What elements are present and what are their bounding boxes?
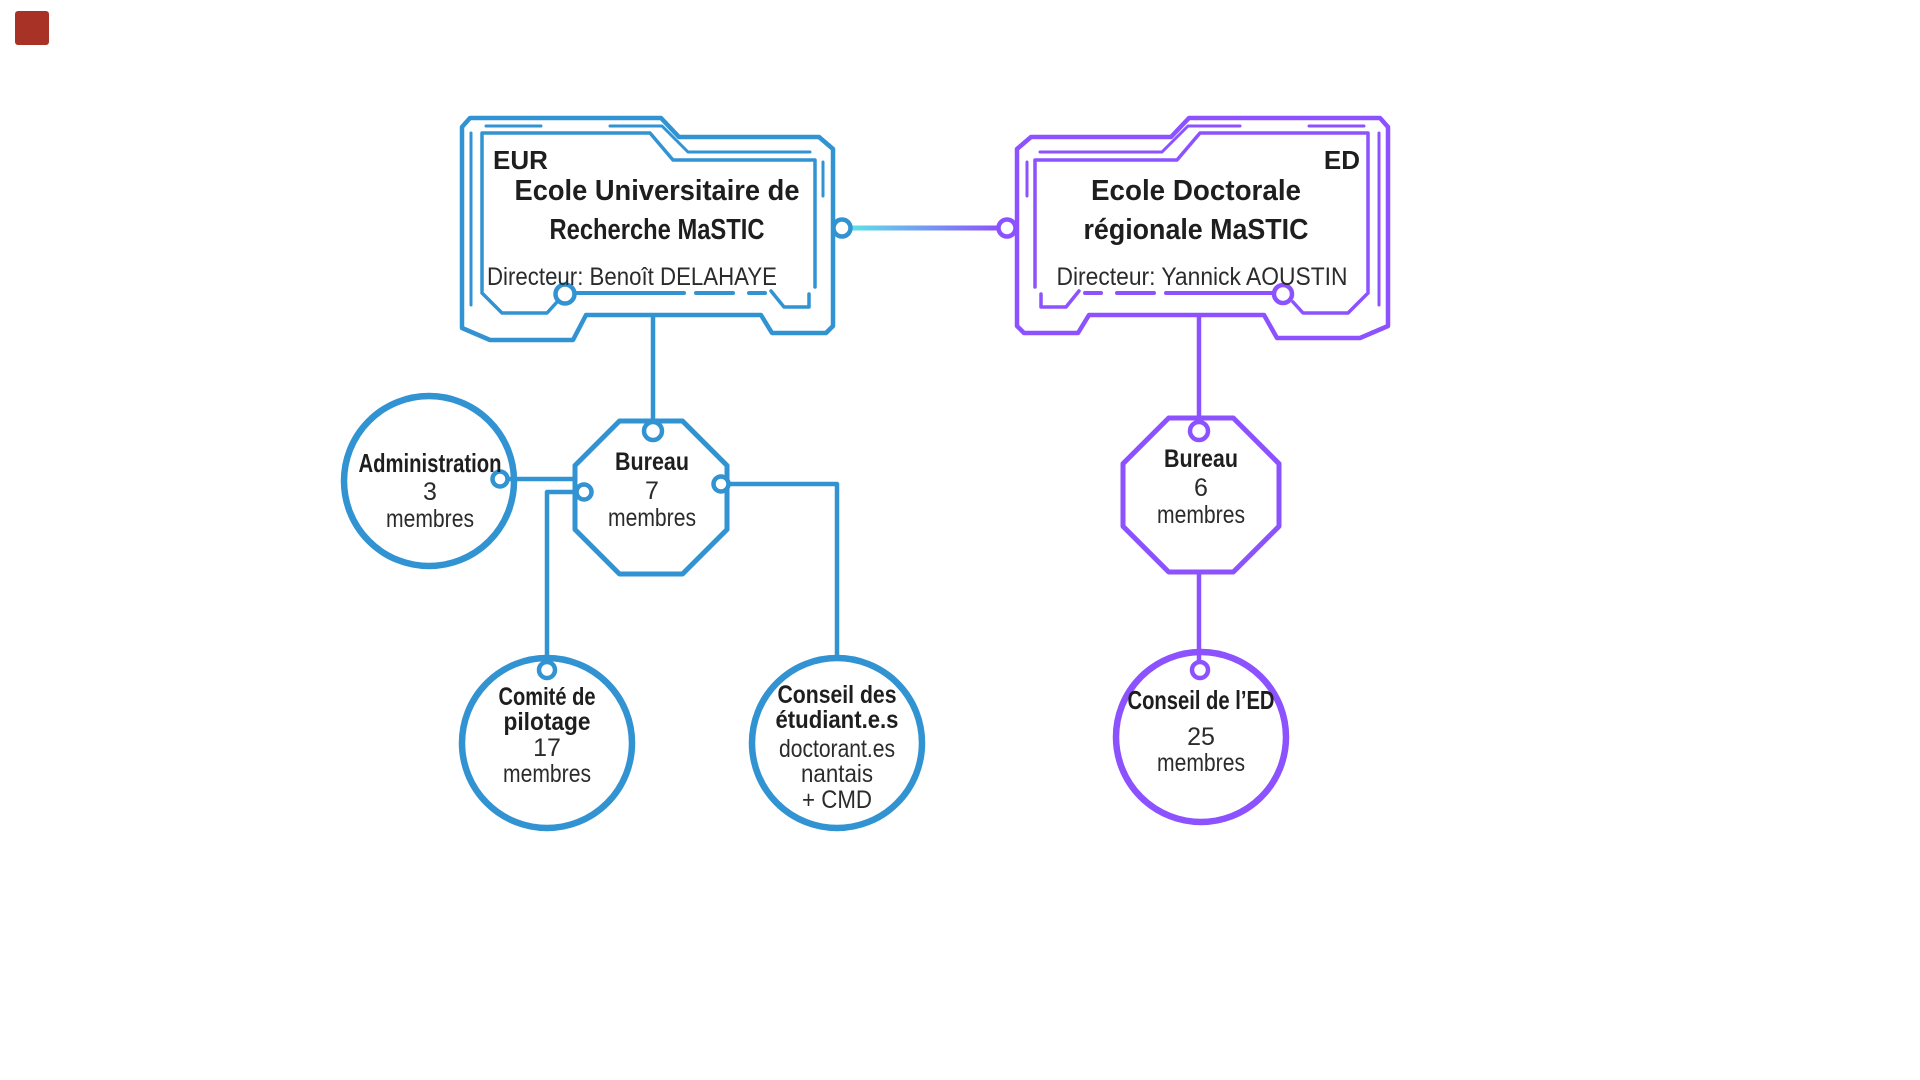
ed-box-inner-bottom-right — [1291, 291, 1370, 315]
conseil-ed-title: Conseil de l’ED — [1128, 685, 1275, 715]
ed-box-bottom-node — [1271, 282, 1295, 306]
comite-title-line2: pilotage — [504, 708, 591, 736]
conseil-ed-circle — [1112, 648, 1290, 826]
administration-right-node — [490, 469, 510, 489]
eur-bureau-title: Bureau — [615, 448, 689, 476]
conseil-ed-text: Conseil de l’ED 25 membres — [1128, 685, 1275, 777]
eur-box-right-node — [831, 217, 853, 239]
ed-tag: ED — [1324, 145, 1360, 175]
conseil-etudiants-title-line1: Conseil des — [778, 681, 897, 709]
eur-director: Directeur: Benoît DELAHAYE — [487, 263, 777, 291]
ed-director: Directeur: Yannick AOUSTIN — [1057, 263, 1348, 291]
conseil-etudiants-circle — [748, 654, 926, 832]
eur-group — [340, 115, 926, 832]
eur-box-frame — [459, 115, 836, 343]
comite-circle — [458, 654, 636, 832]
ed-group — [1014, 115, 1391, 826]
administration-count: 3 — [423, 478, 437, 506]
ed-bureau-count: 6 — [1194, 474, 1208, 502]
conseil-ed-count: 25 — [1187, 723, 1215, 751]
ed-box-frame — [1014, 115, 1391, 341]
conseil-etudiants-sub3: + CMD — [802, 786, 872, 814]
conseil-ed-top-node — [1189, 659, 1211, 681]
comite-top-node — [536, 659, 558, 681]
ed-box-inner-border — [1033, 131, 1370, 293]
conseil-etudiants-text: Conseil des étudiant.e.s doctorant.es na… — [776, 681, 899, 814]
ed-bureau-title: Bureau — [1164, 445, 1238, 473]
eur-bureau-unit: membres — [608, 504, 696, 532]
eur-title-line2: Recherche MaSTIC — [550, 214, 765, 246]
ed-box-bottom-notch — [1039, 289, 1081, 309]
comite-count: 17 — [533, 734, 561, 762]
eur-bureau-count: 7 — [645, 477, 659, 505]
eur-box-inner-border — [480, 131, 817, 293]
record-marker-square — [15, 11, 49, 45]
eur-box-outer-border — [459, 115, 836, 343]
conseil-ed-unit: membres — [1157, 749, 1245, 777]
eur-box-bottom-notch — [769, 289, 811, 309]
administration-unit: membres — [386, 505, 474, 533]
ed-bureau-unit: membres — [1157, 501, 1245, 529]
ed-title-line1: Ecole Doctorale — [1091, 175, 1301, 207]
ed-connection-nodes — [996, 217, 1295, 681]
ed-bureau-top-node — [1187, 419, 1211, 443]
ed-box-left-node — [996, 217, 1018, 239]
administration-title: Administration — [359, 448, 502, 478]
conseil-etudiants-sub2: nantais — [801, 760, 873, 788]
comite-unit: membres — [503, 760, 591, 788]
ed-bureau-octagon — [1120, 415, 1282, 575]
eur-box-bottom-node — [553, 282, 577, 306]
ed-box-accent-step — [1038, 124, 1242, 154]
bureau-to-comite-line — [544, 489, 581, 664]
eur-bureau-left-node — [574, 482, 594, 502]
comite-title-line1: Comité de — [499, 683, 596, 711]
ed-title-line2: régionale MaSTIC — [1084, 214, 1309, 246]
comite-text: Comité de pilotage 17 membres — [499, 683, 596, 788]
conseil-etudiants-title-line2: étudiant.e.s — [776, 706, 899, 734]
eur-box-text: EUR Ecole Universitaire de Recherche MaS… — [487, 145, 800, 291]
conseil-etudiants-sub1: doctorant.es — [779, 735, 895, 763]
ed-box-text: ED Ecole Doctorale régionale MaSTIC Dire… — [1057, 145, 1361, 291]
administration-circle — [340, 392, 518, 570]
ed-bureau-text: Bureau 6 membres — [1157, 445, 1245, 529]
ed-box-outer-border — [1014, 115, 1391, 341]
eur-title-line1: Ecole Universitaire de — [515, 175, 800, 207]
eur-bureau-octagon — [572, 418, 730, 577]
eur-tag: EUR — [493, 145, 548, 175]
eur-connection-nodes — [490, 217, 853, 681]
bureau-to-conseil-etudiants-line — [726, 481, 840, 660]
eur-box-inner-bottom-left — [480, 291, 559, 315]
eur-bureau-right-node — [711, 474, 731, 494]
eur-bureau-top-node — [641, 419, 665, 443]
administration-text: Administration 3 membres — [359, 448, 502, 533]
eur-box-accent-step — [608, 124, 812, 154]
eur-bureau-text: Bureau 7 membres — [608, 448, 696, 532]
